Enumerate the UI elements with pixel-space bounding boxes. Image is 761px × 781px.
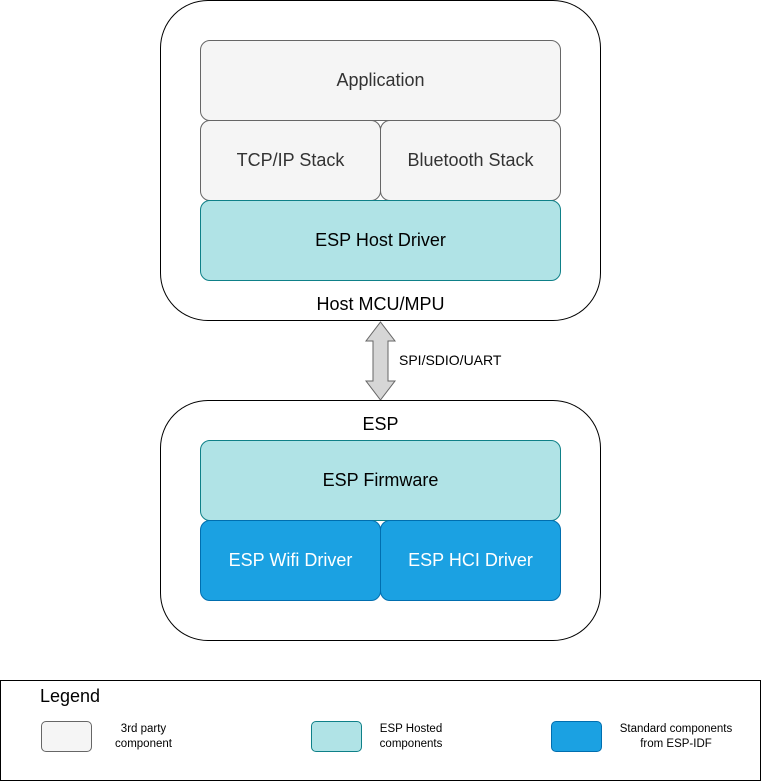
legend-swatch-third-party: [41, 721, 92, 752]
legend-label-third-party: 3rd party component: [115, 723, 172, 750]
legend-title: Legend: [40, 686, 101, 706]
tcpip-stack-block: TCP/IP Stack: [200, 120, 381, 201]
legend-swatch-standard: [551, 721, 602, 752]
bidirectional-arrow-icon: [364, 321, 397, 401]
legend-label-standard: Standard components from ESP-IDF: [619, 723, 733, 750]
legend-label-esp-hosted: ESP Hosted components: [379, 723, 443, 750]
host-mcu-label: Host MCU/MPU: [316, 294, 445, 314]
application-block: Application: [200, 40, 561, 121]
bluetooth-stack-block: Bluetooth Stack: [380, 120, 561, 201]
esp-hci-driver-block: ESP HCI Driver: [380, 520, 561, 601]
esp-wifi-driver-block: ESP Wifi Driver: [200, 520, 381, 601]
legend-swatch-esp-hosted: [311, 721, 362, 752]
link-interface-label: SPI/SDIO/UART: [399, 352, 502, 368]
legend-box: Legend 3rd party component ESP Hosted co…: [0, 680, 761, 781]
esp-firmware-block: ESP Firmware: [200, 440, 561, 521]
esp-host-driver-block: ESP Host Driver: [200, 200, 561, 281]
esp-label: ESP: [362, 414, 399, 434]
